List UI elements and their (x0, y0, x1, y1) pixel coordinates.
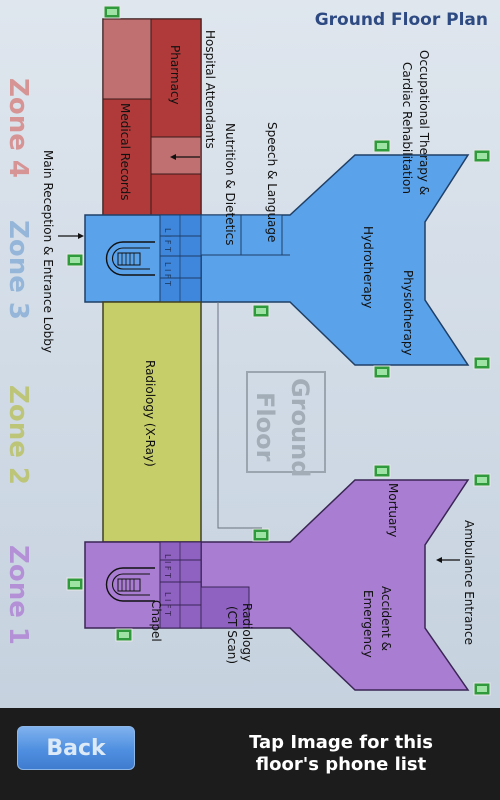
room-labels: Hospital Attendants Pharmacy Medical Rec… (41, 30, 476, 664)
exit-sign-icon (473, 473, 491, 487)
exit-sign-icon (103, 5, 121, 19)
nutrition-dietetics-label: Nutrition & Dietetics (223, 123, 237, 245)
lift-label: L I F T (163, 228, 172, 252)
exit-sign-icon (66, 253, 84, 267)
zone-2-block[interactable] (102, 301, 326, 543)
zone-labels: Zone 4 Zone 3 Zone 2 Zone 1 (3, 78, 33, 645)
ground-floor-stamp: Ground Floor (251, 378, 314, 477)
radiology-ct-label-2: (CT Scan) (225, 606, 239, 664)
tap-hint-line-2: floor's phone list (255, 754, 427, 775)
zone-2-label: Zone 2 (3, 385, 33, 485)
exit-sign-icon (252, 528, 270, 542)
zone-4-block[interactable] (102, 18, 202, 218)
accident-emergency-label-1: Accident & (379, 586, 393, 651)
exit-sign-icon (373, 365, 391, 379)
exit-sign-icon (115, 628, 133, 642)
exit-sign-icon (473, 356, 491, 370)
physiotherapy-label: Physiotherapy (401, 270, 415, 356)
exit-sign-icon (373, 464, 391, 478)
mortuary-label: Mortuary (386, 483, 400, 537)
lift-label: L I F T (163, 592, 172, 616)
ambulance-entrance-label: Ambulance Entrance (462, 520, 476, 645)
page-title: Ground Floor Plan (314, 10, 488, 30)
main-reception-label: Main Reception & Entrance Lobby (41, 150, 55, 353)
stamp-line-2: Floor (251, 392, 279, 462)
zone-3-block[interactable] (58, 154, 470, 366)
speech-language-label: Speech & Language (265, 122, 279, 242)
hydrotherapy-label: Hydrotherapy (361, 226, 375, 308)
tap-hint: Tap Image for this floor's phone list (228, 732, 454, 776)
accident-emergency-label-2: Emergency (361, 590, 375, 658)
exit-sign-icon (473, 682, 491, 696)
exit-sign-icon (66, 577, 84, 591)
back-button[interactable]: Back (17, 726, 135, 770)
zone-3-label: Zone 3 (3, 220, 33, 320)
lift-label: L I F T (163, 262, 172, 286)
pharmacy-label: Pharmacy (168, 45, 182, 105)
stamp-line-1: Ground (286, 378, 314, 477)
floor-plan-image[interactable]: Zone 4 Zone 3 Zone 2 Zone 1 (0, 0, 500, 708)
radiology-xray-label: Radiology (X-Ray) (143, 360, 157, 467)
lift-labels: L I F T L I F T L I F T L I F T (163, 228, 172, 616)
floor-plan-drawing[interactable]: Zone 4 Zone 3 Zone 2 Zone 1 (0, 0, 500, 708)
radiology-ct-label-1: Radiology (240, 603, 254, 662)
medical-records-label: Medical Records (118, 103, 132, 201)
zone-1-label: Zone 1 (3, 545, 33, 645)
occupational-therapy-label-1: Occupational Therapy & (417, 50, 431, 195)
zone-4-label: Zone 4 (3, 78, 33, 178)
exit-sign-icon (473, 149, 491, 163)
bottom-bar: Back Tap Image for this floor's phone li… (0, 708, 500, 800)
lift-label: L I F T (163, 554, 172, 578)
zone-1-block[interactable] (84, 479, 470, 691)
tap-hint-line-1: Tap Image for this (249, 732, 433, 753)
chapel-label: Chapel (149, 600, 163, 642)
exit-sign-icon (252, 304, 270, 318)
exit-sign-icon (373, 139, 391, 153)
occupational-therapy-label-2: Cardiac Rehabilitation (400, 62, 414, 194)
hospital-attendants-label: Hospital Attendants (203, 30, 217, 149)
